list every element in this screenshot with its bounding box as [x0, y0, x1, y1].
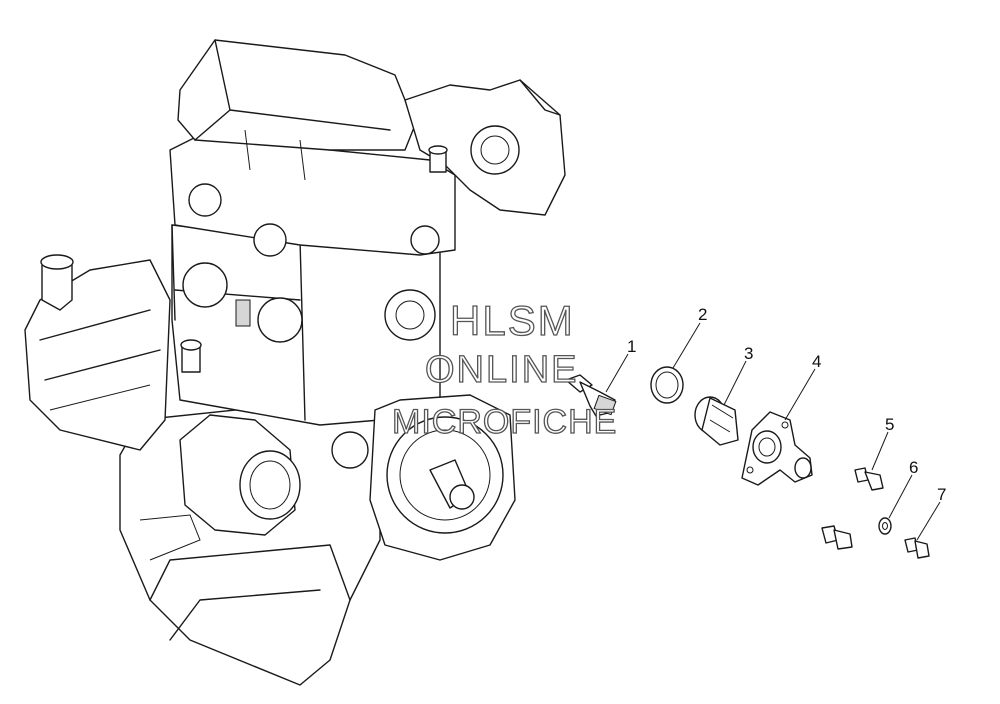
part-bolt-long	[854, 467, 884, 491]
watermark-line-3: MICROFICHE	[392, 403, 617, 441]
callout-7: 7	[937, 485, 946, 504]
callout-3: 3	[744, 344, 753, 363]
callout-4: 4	[812, 352, 821, 371]
callout-2: 2	[698, 305, 707, 324]
part-washer	[878, 517, 892, 535]
part-o-ring	[650, 366, 684, 404]
part-bolt-extra	[821, 525, 853, 550]
part-thermostat	[694, 396, 739, 446]
watermark: HLSM ONLINE MICROFICHE	[391, 296, 617, 441]
part-temperature-sensor	[565, 374, 617, 417]
watermark-line-2: ONLINE	[425, 349, 578, 391]
callout-1: 1	[627, 337, 636, 356]
callout-6: 6	[909, 458, 918, 477]
engine-assembly	[24, 39, 566, 686]
part-thermostat-housing	[741, 411, 813, 486]
callout-5: 5	[885, 415, 894, 434]
leader-lines	[605, 322, 941, 541]
part-bolt-short	[904, 537, 930, 559]
watermark-line-1: HLSM	[450, 297, 575, 344]
